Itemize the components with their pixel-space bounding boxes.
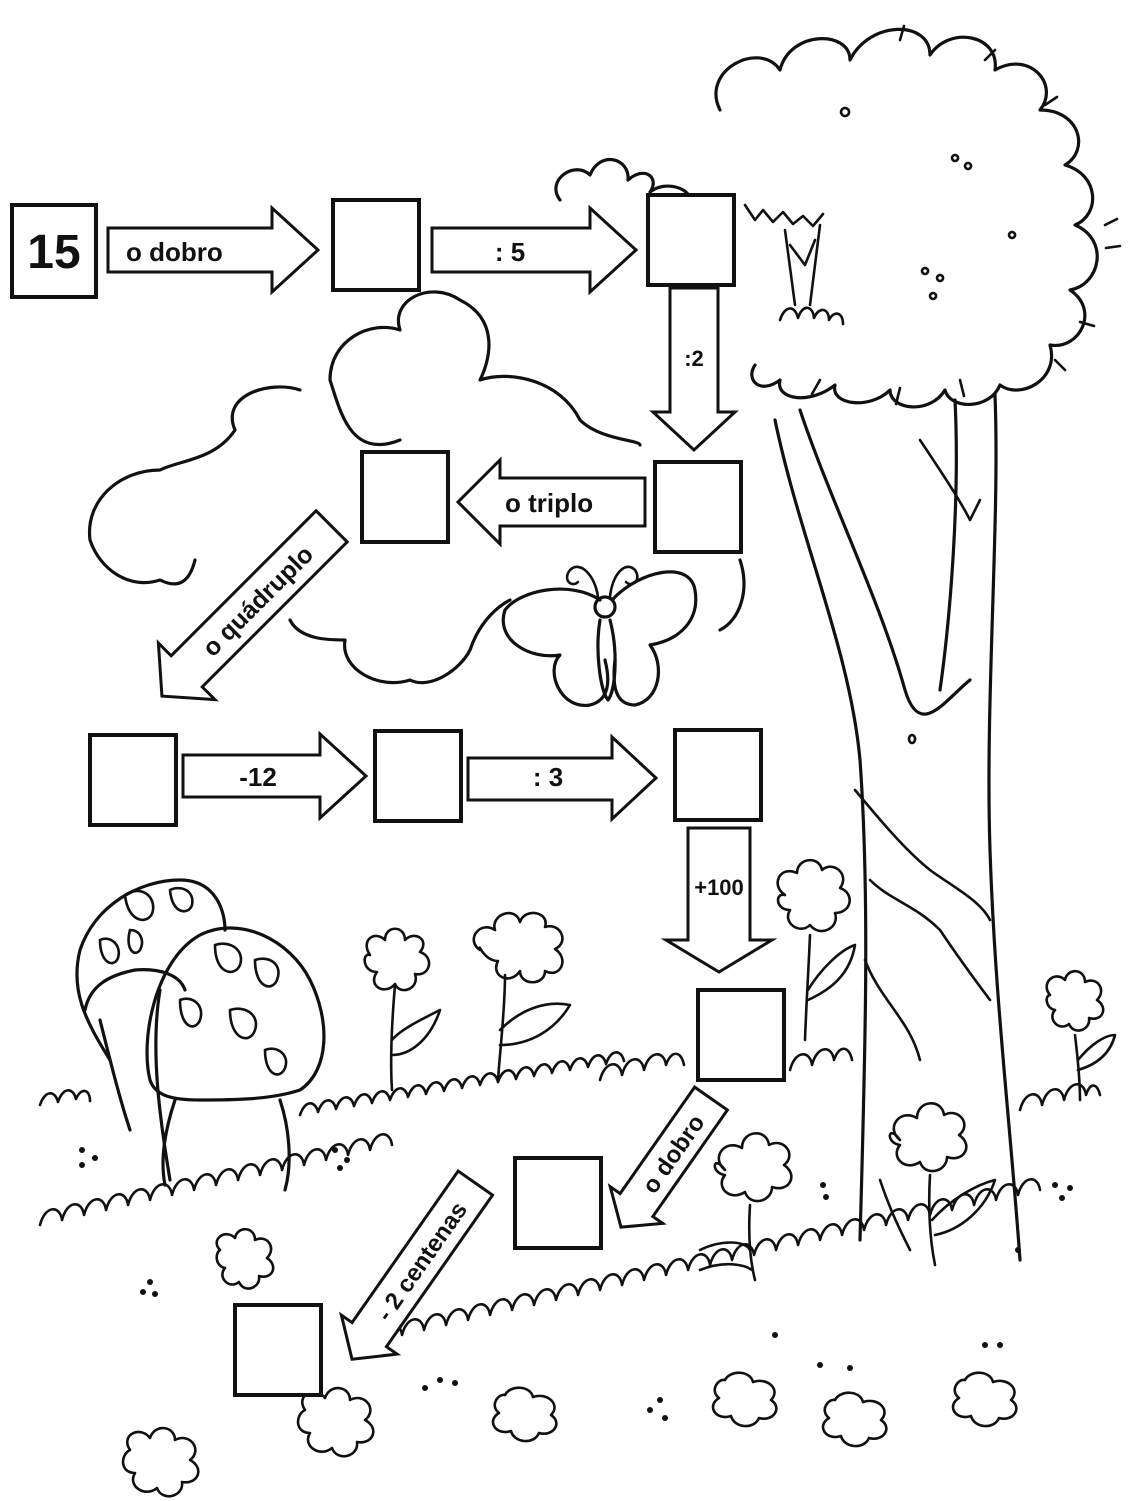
start-value: 15 xyxy=(27,226,80,279)
butterfly xyxy=(503,567,696,706)
mushrooms xyxy=(77,880,324,1190)
answer-box-6[interactable] xyxy=(375,731,461,821)
answer-box-7[interactable] xyxy=(675,730,761,820)
flowers xyxy=(123,860,1115,1496)
operation-label: o dobro xyxy=(126,237,223,267)
tree-trunk xyxy=(775,395,1020,1260)
answer-box-8[interactable] xyxy=(698,990,784,1080)
tree-crown xyxy=(556,26,1120,407)
operation-arrow-divide-5: : 5 xyxy=(432,208,636,292)
operation-label: +100 xyxy=(694,875,744,900)
start-box: 15 xyxy=(12,205,96,297)
answer-box-5[interactable] xyxy=(90,735,176,825)
operation-arrow-minus-12: -12 xyxy=(183,734,366,818)
operation-arrow-double: o dobro xyxy=(108,208,318,292)
operation-label: o triplo xyxy=(505,488,593,518)
operation-arrow-triple: o triplo xyxy=(458,460,645,544)
operation-label: :2 xyxy=(684,346,704,371)
operation-label: - 2 centenas xyxy=(371,1197,473,1326)
operation-label: o quádruplo xyxy=(197,540,319,662)
answer-box-4[interactable] xyxy=(362,452,448,542)
answer-box-2[interactable] xyxy=(648,195,734,285)
answer-box-1[interactable] xyxy=(333,200,419,290)
operation-arrow-minus-2-hundreds: - 2 centenas xyxy=(324,1164,503,1379)
answer-box-10[interactable] xyxy=(235,1305,321,1395)
operation-arrow-divide-3: : 3 xyxy=(468,737,656,819)
operation-arrow-divide-2: :2 xyxy=(653,288,735,450)
answer-box-3[interactable] xyxy=(655,462,741,552)
answer-box-9[interactable] xyxy=(515,1158,601,1248)
operation-label: -12 xyxy=(239,762,277,792)
operation-label: : 3 xyxy=(533,762,563,792)
operation-label: : 5 xyxy=(495,237,525,267)
operation-arrow-quadruple: o quádruplo xyxy=(134,498,360,724)
operation-arrow-plus-100: +100 xyxy=(666,828,772,972)
